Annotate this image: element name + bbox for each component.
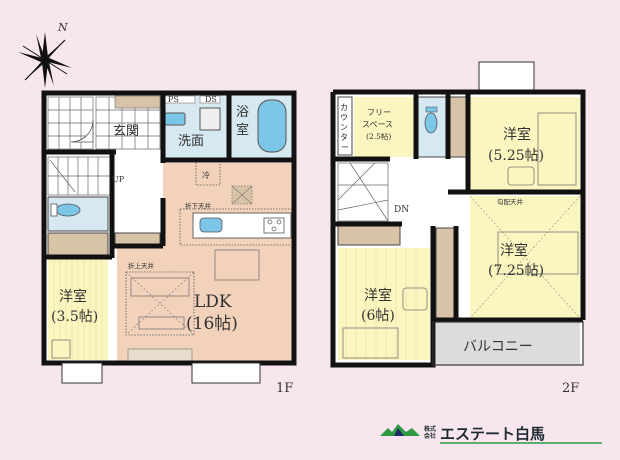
desk-icon-5-25 xyxy=(507,166,535,186)
counter-area xyxy=(337,96,353,156)
sofa-icon xyxy=(130,277,190,297)
toilet-icon xyxy=(55,203,81,217)
bed-icon-7-25 xyxy=(497,231,579,275)
ceiling-up-outline xyxy=(125,271,195,336)
logo-kabushiki-2: 会社 xyxy=(424,432,436,440)
label-room-6-name: 洋室 xyxy=(364,287,392,304)
toilet-room-1f xyxy=(47,196,109,232)
floor-tag-2f: 2F xyxy=(562,381,579,396)
washing-machine-icon xyxy=(199,107,221,131)
label-room-7-25-name: 洋室 xyxy=(500,242,528,259)
svg-text:カ: カ xyxy=(340,103,348,112)
label-ceiling-up: 折上天井 xyxy=(128,261,155,270)
floor-tag-1f: 1F xyxy=(276,381,293,396)
shoe-storage xyxy=(114,95,161,109)
balcony-top-frame xyxy=(478,61,535,93)
western-room-6 xyxy=(338,248,430,360)
label-stairs-down: DN xyxy=(394,205,409,215)
toilet-icon-2f xyxy=(424,112,438,134)
desk-icon-6 xyxy=(402,287,428,311)
desk-chair-icon xyxy=(51,339,71,359)
coffee-table-icon xyxy=(138,316,185,330)
label-room-6-size: (6帖) xyxy=(361,308,395,324)
logo-company-name: エステート白馬 xyxy=(440,425,545,443)
label-bathroom-2: 室 xyxy=(236,122,249,138)
svg-text:ン: ン xyxy=(340,123,348,132)
closet-1f xyxy=(47,232,109,256)
logo-kabushiki-1: 株式 xyxy=(424,425,436,433)
western-room-5-25 xyxy=(470,97,580,190)
label-room-7-25-size: (7.25帖) xyxy=(488,263,544,279)
label-free-space-1: フリー xyxy=(367,108,391,117)
label-sloped-ceiling: 勾配天井 xyxy=(497,197,524,206)
label-ldk-size: (16帖) xyxy=(186,314,238,334)
label-entrance: 玄関 xyxy=(113,124,139,139)
label-western-3-5-size: (3.5帖) xyxy=(51,309,98,325)
label-bathroom-1: 浴 xyxy=(236,105,249,120)
closet-room-7-25 xyxy=(435,227,455,319)
label-room-5-25-name: 洋室 xyxy=(503,126,531,143)
entrance-tiles xyxy=(47,96,161,150)
label-balcony: バルコニー xyxy=(463,339,533,355)
label-ds: DS xyxy=(205,95,217,104)
label-room-5-25-size: (5.25帖) xyxy=(488,148,544,164)
floor-1-plan: 玄関 洗面 浴 室 PS DS UP 冷 折下天井 折上天井 LDK (16帖)… xyxy=(41,90,297,396)
compass-icon xyxy=(18,32,72,88)
label-ps: PS xyxy=(168,95,179,104)
compass-north-label: N xyxy=(57,21,68,34)
closet-room-6 xyxy=(337,224,401,246)
bed-icon-5-25 xyxy=(537,112,577,186)
bed-icon-6 xyxy=(342,327,399,359)
window-ldk xyxy=(191,362,261,384)
stairs-2f xyxy=(337,162,389,222)
company-logo: 株式 会社 エステート白馬 xyxy=(380,424,602,444)
svg-text:ー: ー xyxy=(341,143,349,152)
walls-2f xyxy=(330,89,586,368)
storage-under-stairs xyxy=(114,232,161,246)
label-western-3-5-name: 洋室 xyxy=(59,288,87,305)
tv-board-icon xyxy=(127,348,193,363)
dining-table-icon xyxy=(214,249,260,281)
closet-room-5-25 xyxy=(449,96,469,158)
label-stairs-up: UP xyxy=(112,175,125,184)
label-ldk-name: LDK xyxy=(194,292,232,312)
label-counter: カ ウ ン タ ー xyxy=(340,103,349,152)
label-free-space-size: (2.5帖) xyxy=(366,131,391,141)
bathtub-icon xyxy=(257,99,287,153)
wash-basin-icon xyxy=(164,112,186,126)
free-space-area xyxy=(354,97,414,157)
entrance-door-swing xyxy=(70,119,94,143)
sink-icon xyxy=(199,217,223,233)
svg-text:ウ: ウ xyxy=(340,113,348,122)
mountain-logo-icon xyxy=(380,424,420,436)
label-fridge: 冷 xyxy=(202,170,210,180)
window-western-3-5 xyxy=(61,362,103,384)
label-washroom: 洗面 xyxy=(178,134,204,149)
walls-1f xyxy=(41,90,297,366)
label-ceiling-down: 折下天井 xyxy=(185,201,212,210)
svg-text:タ: タ xyxy=(340,133,348,142)
stove-icon xyxy=(263,217,285,234)
floor-2-plan: カ ウ ン タ ー フリー スペース (2.5帖) DN 洋室 (5.25帖) … xyxy=(330,61,586,396)
label-free-space-2: スペース xyxy=(362,120,393,129)
balcony-area xyxy=(436,322,580,365)
